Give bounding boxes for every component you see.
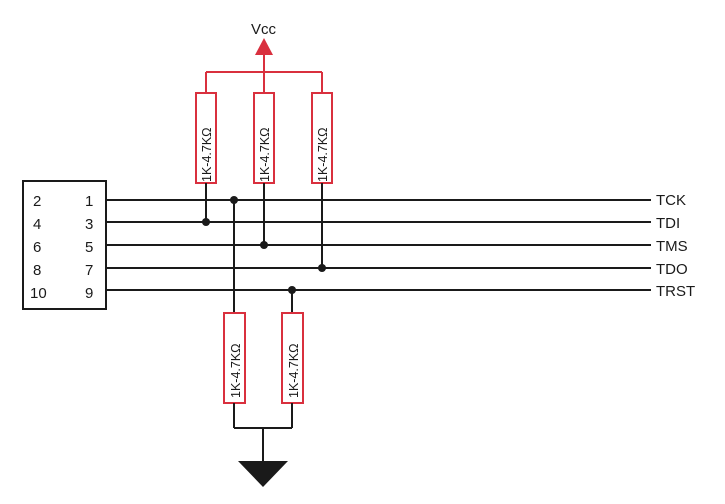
vcc-arrow-icon (255, 38, 273, 55)
junction-dot (260, 241, 268, 249)
signal-label-tdi: TDI (656, 215, 680, 232)
ground-icon (238, 461, 288, 487)
pin-left-2: 4 (33, 216, 41, 233)
jtag-connector (22, 180, 107, 310)
signal-label-tms: TMS (656, 238, 688, 255)
pin-left-5: 10 (30, 285, 47, 302)
pulldown-resistor-2-label: 1K-4.7KΩ (287, 343, 301, 398)
junction-dot (318, 264, 326, 272)
pullup-resistor-1-label: 1K-4.7KΩ (200, 127, 214, 182)
pin-right-5: 9 (85, 285, 93, 302)
pulldown-resistor-1-label: 1K-4.7KΩ (229, 343, 243, 398)
signal-label-trst: TRST (656, 283, 695, 300)
pullup-resistor-2-label: 1K-4.7KΩ (258, 127, 272, 182)
signal-label-tck: TCK (656, 192, 686, 209)
pin-right-3: 5 (85, 239, 93, 256)
junction-dot (202, 218, 210, 226)
pin-right-4: 7 (85, 262, 93, 279)
vcc-label: Vcc (251, 21, 277, 38)
pin-left-4: 8 (33, 262, 41, 279)
pin-left-3: 6 (33, 239, 41, 256)
pin-right-2: 3 (85, 216, 93, 233)
signal-label-tdo: TDO (656, 261, 688, 278)
pin-right-1: 1 (85, 193, 93, 210)
pin-left-1: 2 (33, 193, 41, 210)
pullup-resistor-3-label: 1K-4.7KΩ (316, 127, 330, 182)
